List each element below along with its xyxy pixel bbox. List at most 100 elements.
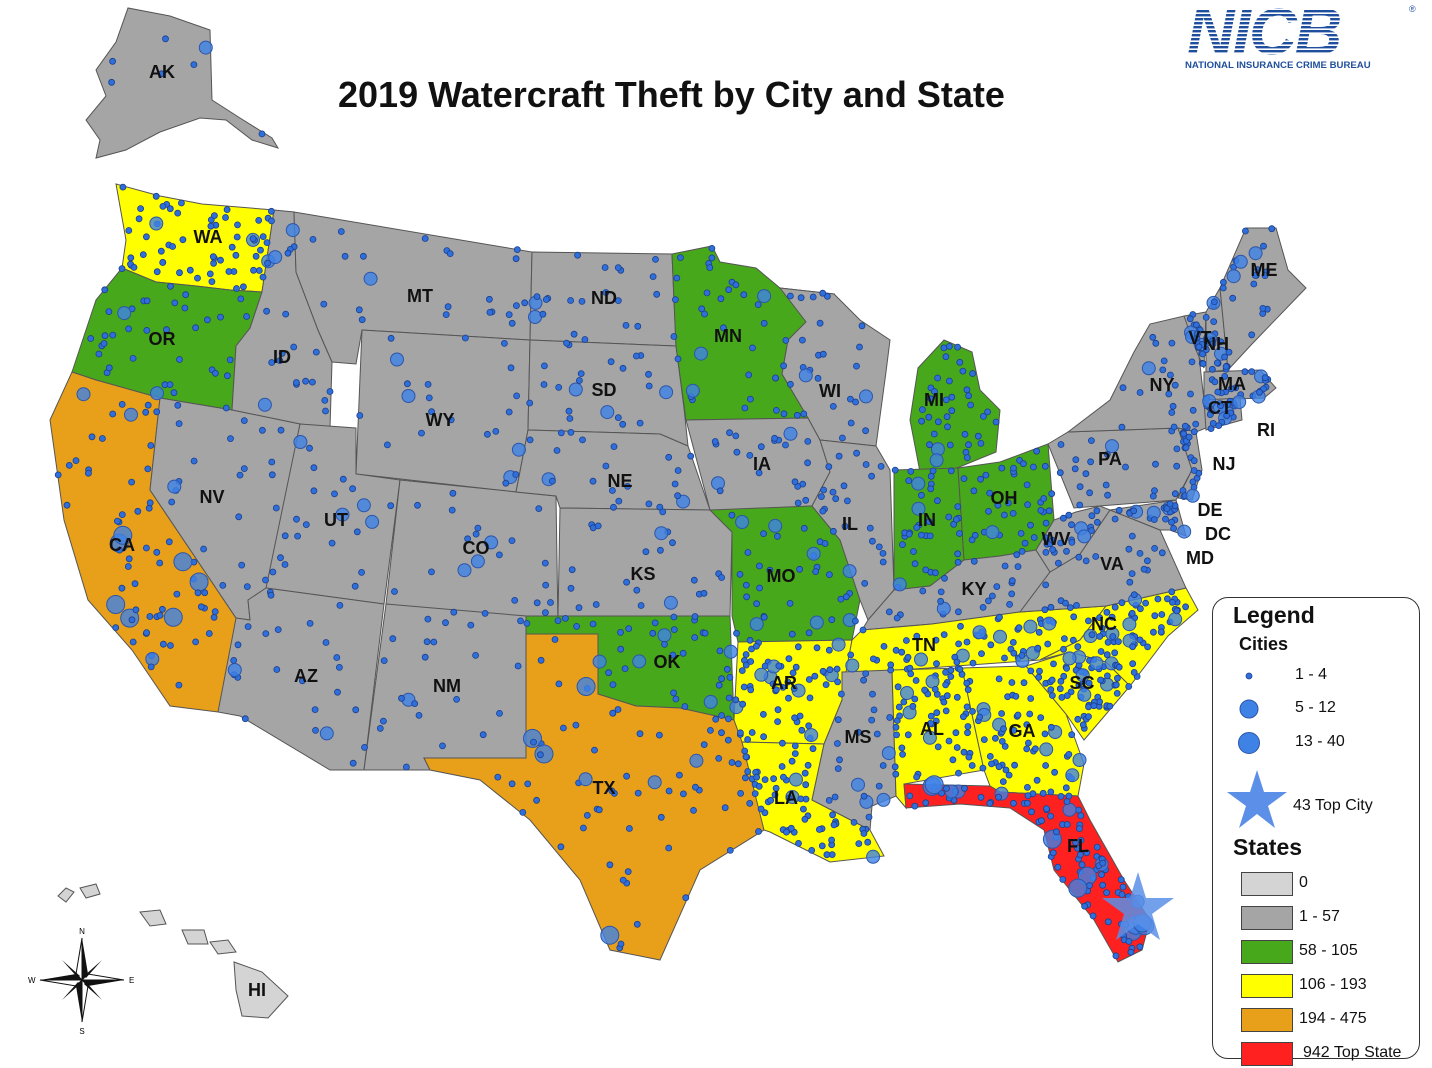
city-marker bbox=[826, 571, 833, 578]
city-marker bbox=[268, 250, 283, 265]
city-marker bbox=[225, 268, 233, 275]
city-marker bbox=[198, 40, 213, 55]
city-marker bbox=[156, 559, 164, 567]
city-marker bbox=[1049, 536, 1056, 544]
city-marker bbox=[1109, 633, 1117, 640]
city-marker bbox=[1079, 721, 1087, 729]
city-marker bbox=[927, 395, 935, 403]
city-marker bbox=[1075, 553, 1083, 561]
city-marker bbox=[800, 410, 808, 418]
city-marker bbox=[619, 876, 627, 884]
city-marker bbox=[234, 221, 241, 229]
city-marker bbox=[1058, 694, 1066, 701]
legend-state-label: 942 Top State bbox=[1303, 1044, 1402, 1061]
city-marker bbox=[617, 629, 624, 636]
city-marker bbox=[144, 465, 152, 473]
city-marker bbox=[1104, 491, 1111, 499]
city-marker bbox=[277, 554, 284, 562]
city-marker bbox=[1164, 595, 1171, 603]
city-marker bbox=[203, 316, 211, 324]
city-marker bbox=[839, 434, 846, 442]
city-marker bbox=[320, 300, 328, 308]
city-marker bbox=[862, 670, 870, 677]
city-marker bbox=[258, 130, 266, 138]
city-marker bbox=[208, 278, 216, 286]
city-marker bbox=[425, 394, 433, 402]
city-marker bbox=[153, 548, 161, 556]
state-label-dc: DC bbox=[1205, 524, 1231, 544]
city-marker bbox=[623, 772, 630, 780]
city-marker bbox=[760, 613, 768, 621]
city-marker bbox=[1170, 525, 1177, 532]
city-marker bbox=[677, 254, 684, 262]
city-marker bbox=[837, 595, 845, 603]
city-marker bbox=[1111, 649, 1119, 657]
city-marker bbox=[600, 405, 615, 420]
city-marker bbox=[802, 496, 810, 504]
city-marker bbox=[1060, 514, 1067, 522]
city-marker bbox=[614, 297, 622, 305]
city-marker bbox=[905, 530, 913, 538]
city-marker bbox=[157, 70, 165, 78]
city-marker bbox=[748, 729, 756, 736]
city-marker bbox=[1102, 481, 1110, 489]
city-marker bbox=[1213, 359, 1221, 367]
city-marker bbox=[834, 740, 841, 747]
city-marker bbox=[919, 406, 926, 414]
city-marker bbox=[774, 718, 781, 725]
city-marker bbox=[1014, 711, 1022, 719]
city-marker bbox=[927, 712, 935, 720]
city-marker bbox=[805, 629, 813, 637]
city-marker bbox=[911, 802, 919, 810]
city-marker bbox=[194, 589, 202, 597]
city-marker bbox=[197, 603, 205, 611]
city-marker bbox=[726, 847, 734, 854]
city-marker bbox=[1017, 530, 1025, 537]
city-marker bbox=[1082, 470, 1090, 478]
city-marker bbox=[165, 538, 173, 546]
city-marker bbox=[578, 297, 586, 305]
city-marker bbox=[449, 489, 457, 497]
city-marker bbox=[166, 205, 174, 213]
city-marker bbox=[1075, 806, 1082, 814]
city-marker bbox=[190, 61, 198, 68]
city-marker bbox=[869, 537, 876, 545]
state-label-nc: NC bbox=[1091, 614, 1117, 634]
city-marker bbox=[700, 741, 708, 748]
city-marker bbox=[226, 356, 234, 364]
city-marker bbox=[970, 557, 978, 565]
city-marker bbox=[1005, 771, 1013, 779]
city-marker bbox=[1030, 463, 1037, 471]
city-marker bbox=[797, 795, 805, 803]
cities-layer bbox=[54, 35, 1276, 960]
city-marker bbox=[87, 335, 95, 342]
city-marker bbox=[880, 643, 888, 650]
city-marker bbox=[718, 675, 725, 683]
city-marker bbox=[733, 448, 741, 456]
city-marker bbox=[1248, 331, 1256, 339]
city-marker bbox=[65, 461, 73, 469]
city-marker bbox=[856, 343, 863, 351]
state-hi bbox=[233, 961, 289, 1019]
city-marker bbox=[925, 518, 933, 525]
city-marker bbox=[1072, 753, 1087, 767]
city-marker bbox=[825, 646, 833, 654]
city-marker bbox=[670, 333, 678, 340]
city-marker bbox=[359, 252, 367, 260]
city-marker bbox=[609, 709, 617, 717]
city-marker bbox=[243, 313, 251, 320]
city-marker bbox=[175, 681, 183, 689]
city-marker bbox=[290, 343, 298, 351]
city-marker bbox=[209, 253, 217, 261]
city-marker bbox=[749, 617, 764, 632]
city-marker bbox=[622, 321, 630, 329]
city-marker bbox=[753, 773, 760, 781]
city-marker bbox=[968, 536, 976, 544]
city-marker bbox=[118, 584, 126, 592]
city-marker bbox=[517, 617, 524, 625]
city-marker bbox=[720, 324, 727, 332]
city-marker bbox=[771, 791, 779, 799]
city-marker bbox=[911, 501, 926, 516]
city-marker bbox=[922, 799, 930, 807]
